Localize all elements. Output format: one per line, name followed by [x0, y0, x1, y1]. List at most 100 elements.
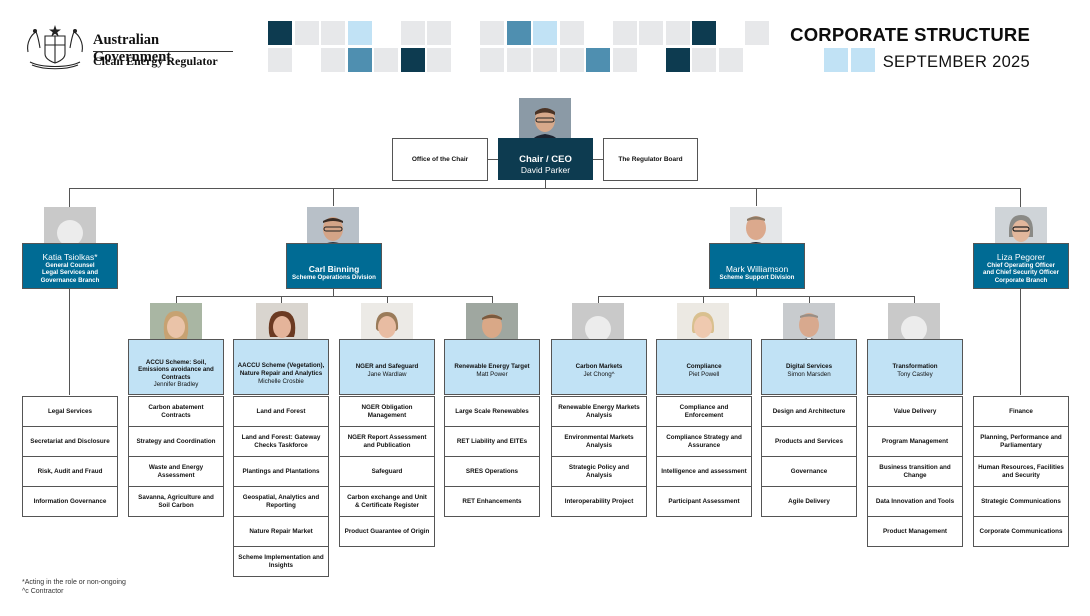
section-box: NGER Obligation Management	[339, 396, 435, 427]
decorative-tile	[268, 48, 292, 72]
branch-title: AACCU Scheme (Vegetation), Nature Repair…	[237, 362, 325, 377]
decorative-tile	[718, 48, 743, 72]
branch-title: Transformation	[892, 363, 938, 371]
section-box: Product Guarantee of Origin	[339, 516, 435, 547]
exec-box-legal: Katia Tsiolkas* General Counsel Legal Se…	[22, 243, 118, 289]
org-subtitle: Clean Energy Regulator	[93, 54, 218, 68]
section-box: Secretariat and Disclosure	[22, 426, 118, 457]
decorative-tile	[745, 21, 769, 45]
section-box: Strategic Policy and Analysis	[551, 456, 647, 487]
branch-box-nger: NGER and Safeguard Jane Wardlaw	[339, 339, 435, 395]
branch-name: Simon Marsden	[787, 370, 831, 378]
section-box: Legal Services	[22, 396, 118, 427]
decorative-tile	[321, 21, 345, 45]
connector-line	[598, 296, 915, 297]
section-box: Finance	[973, 396, 1069, 427]
branch-box-accu-vegetation: AACCU Scheme (Vegetation), Nature Repair…	[233, 339, 329, 395]
branch-box-digital-services: Digital Services Simon Marsden	[761, 339, 857, 395]
section-box: Carbon exchange and Unit & Certificate R…	[339, 486, 435, 517]
section-box: Nature Repair Market	[233, 516, 329, 547]
connector-line	[592, 159, 604, 160]
connector-line	[333, 288, 334, 296]
connector-line	[598, 296, 599, 304]
connector-line	[914, 296, 915, 304]
exec-box-scheme-operations: Carl Binning Scheme Operations Division	[286, 243, 382, 289]
connector-line	[281, 296, 282, 304]
exec-role: Scheme Support Division	[719, 274, 795, 282]
decorative-tile	[612, 48, 637, 72]
section-box: Plantings and Plantations	[233, 456, 329, 487]
branch-box-compliance: Compliance Piet Powell	[656, 339, 752, 395]
decorative-tile	[559, 21, 584, 45]
exec-name: Katia Tsiolkas*	[42, 251, 98, 262]
decorative-tile	[427, 48, 451, 72]
section-box: Data Innovation and Tools	[867, 486, 963, 517]
connector-line	[487, 159, 499, 160]
ceo-title: Chair / CEO	[519, 154, 572, 165]
connector-line	[809, 296, 810, 304]
exec-role: General Counsel Legal Services and Gover…	[40, 261, 100, 284]
connector-line	[1020, 288, 1021, 395]
exec-name: Liza Pegorer	[996, 251, 1046, 262]
connector-line	[333, 188, 334, 206]
section-box: Strategic Communications	[973, 486, 1069, 517]
decorative-tile	[427, 21, 451, 45]
decorative-tile	[586, 48, 610, 72]
section-box: Risk, Audit and Fraud	[22, 456, 118, 487]
branch-name: Jane Wardlaw	[367, 370, 407, 378]
decorative-tile	[533, 48, 557, 72]
regulator-board-label: The Regulator Board	[618, 156, 683, 163]
decorative-tile	[559, 48, 584, 72]
section-box: SRES Operations	[444, 456, 540, 487]
branch-name: Tony Castley	[897, 370, 933, 378]
branch-name: Piet Powell	[688, 370, 720, 378]
branch-title: NGER and Safeguard	[355, 363, 419, 371]
section-box: Large Scale Renewables	[444, 396, 540, 427]
section-box: Renewable Energy Markets Analysis	[551, 396, 647, 427]
connector-line	[545, 180, 546, 188]
section-box: Products and Services	[761, 426, 857, 457]
section-box: Savanna, Agriculture and Soil Carbon	[128, 486, 224, 517]
exec-name: Mark Williamson	[725, 264, 789, 275]
section-box: RET Liability and EITEs	[444, 426, 540, 457]
branch-name: Jennifer Bradley	[153, 381, 199, 389]
decorative-tile	[665, 48, 690, 72]
page-title: CORPORATE STRUCTURE	[790, 24, 1030, 45]
section-box: Interoperability Project	[551, 486, 647, 517]
exec-name: Carl Binning	[308, 264, 360, 275]
section-box: Compliance Strategy and Assurance	[656, 426, 752, 457]
section-box: Safeguard	[339, 456, 435, 487]
connector-line	[176, 296, 493, 297]
branch-title: Renewable Energy Target	[454, 363, 530, 371]
section-box: Participant Assessment	[656, 486, 752, 517]
section-box: Strategy and Coordination	[128, 426, 224, 457]
section-box: Governance	[761, 456, 857, 487]
footnote-contractor: ^c Contractor	[22, 588, 64, 595]
decorative-tile	[294, 21, 319, 45]
section-box: Value Delivery	[867, 396, 963, 427]
section-box: Product Management	[867, 516, 963, 547]
section-box: Agile Delivery	[761, 486, 857, 517]
decorative-tile	[374, 48, 398, 72]
branch-name: Michelle Crosbie	[258, 377, 304, 385]
decorative-tile	[612, 21, 637, 45]
section-box: Scheme Implementation and Insights	[233, 546, 329, 577]
decorative-tile	[321, 48, 345, 72]
section-box: Geospatial, Analytics and Reporting	[233, 486, 329, 517]
section-box: Compliance and Enforcement	[656, 396, 752, 427]
ceo-box: Chair / CEO David Parker	[498, 138, 593, 180]
branch-box-ret: Renewable Energy Target Matt Power	[444, 339, 540, 395]
connector-line	[387, 296, 388, 304]
office-of-chair-label: Office of the Chair	[411, 156, 469, 163]
decorative-tile	[506, 21, 531, 45]
connector-line	[703, 296, 704, 304]
branch-title: Compliance	[686, 363, 722, 371]
footnote-acting: *Acting in the role or non-ongoing	[22, 579, 126, 586]
ceo-name: David Parker	[520, 165, 571, 175]
org-name: Australian Government	[93, 32, 172, 65]
branch-box-accu-soil: ACCU Scheme: Soil, Emissions avoidance a…	[128, 339, 224, 395]
connector-line	[756, 188, 757, 206]
decorative-tile-pattern	[0, 0, 1090, 80]
office-of-chair-box: Office of the Chair	[392, 138, 488, 181]
section-box: Carbon abatement Contracts	[128, 396, 224, 427]
